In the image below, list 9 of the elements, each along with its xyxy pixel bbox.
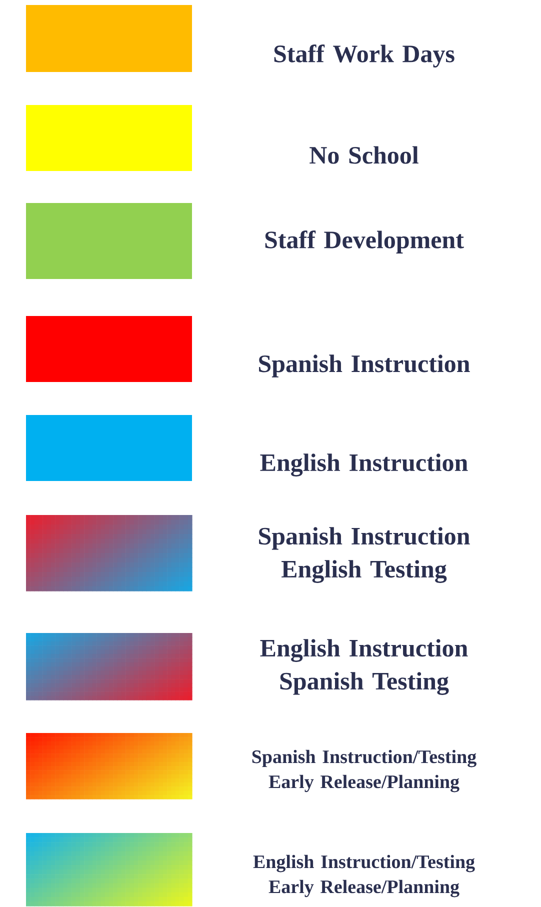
legend-label: Spanish Instruction English Testing	[259, 527, 470, 583]
legend-label: Staff Work Days	[274, 44, 454, 68]
legend-label: Staff Development	[265, 230, 464, 254]
legend-label: No School	[310, 146, 418, 164]
legend-label: English Instruction Spanish Testing	[260, 639, 468, 695]
legend-label: English Instruction	[260, 454, 468, 476]
legend-label: English Instruction/Testing Early Release/Planning	[253, 854, 475, 898]
legend-label: Spanish Instruction	[259, 354, 470, 378]
legend-label: Spanish Instruction/Testing Early Release/Planning	[252, 750, 476, 792]
